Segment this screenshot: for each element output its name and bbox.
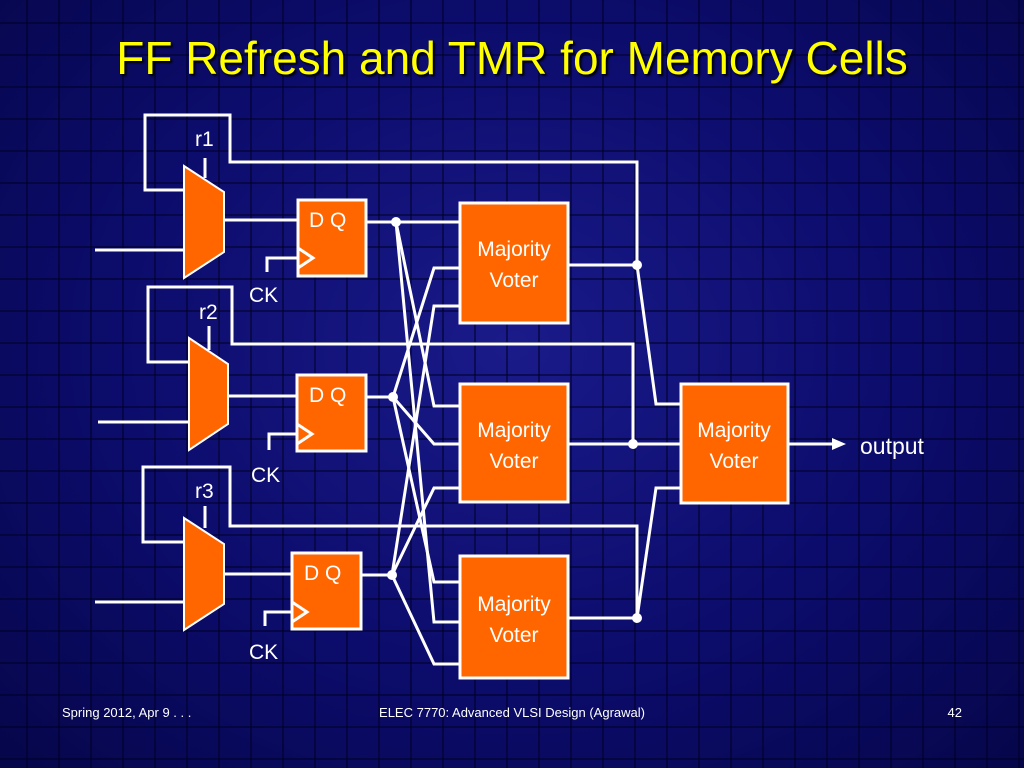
junction-dot [391,217,401,227]
mux-1 [183,164,225,280]
fanout-wire [394,221,460,624]
footer-page-number: 42 [947,705,962,720]
voter-label-line2: Voter [709,450,758,473]
clock-wire-3 [263,610,292,626]
majority-voter-1: Majority Voter [458,201,570,325]
fanout-wire [391,266,460,398]
select-label-r1: r1 [195,128,214,151]
voter-output-wire-1 [568,263,681,406]
feedback-wire-2 [146,285,635,444]
flip-flop-label: D Q [309,209,346,232]
flip-flop-3: D Q [290,551,363,631]
clock-label-1: CK [249,284,278,307]
voter-label-line1: Majority [477,238,551,261]
voter-label-line2: Voter [489,624,538,647]
flip-flop-label: D Q [304,562,341,585]
voter-label-line1: Majority [477,593,551,616]
flip-flop-2: D Q [295,373,368,453]
clock-wire-2 [267,432,297,450]
clock-wire-1 [265,256,298,272]
fanout-wire [391,396,460,584]
feedback-wire-3 [141,465,639,618]
mux-3 [183,516,225,632]
majority-voter-2: Majority Voter [458,382,570,504]
fanout-wire [390,574,460,666]
voter-label-line1: Majority [477,419,551,442]
fanout-wire [390,486,460,576]
mux-2 [188,336,229,452]
clock-label-2: CK [251,464,280,487]
flip-flop-label: D Q [309,384,346,407]
fanout-wires [390,220,460,666]
majority-voter-final: Majority Voter [679,382,790,505]
slide-title: FF Refresh and TMR for Memory Cells [116,32,908,84]
footer-date: Spring 2012, Apr 9 . . . [62,705,192,720]
feedback-wire-1 [143,113,639,265]
majority-voter-3: Majority Voter [458,554,570,680]
junction-dot [632,260,642,270]
voter-label-line1: Majority [697,419,771,442]
fanout-wire [390,304,460,576]
voter-label-line2: Voter [489,450,538,473]
voter-label-line2: Voter [489,269,538,292]
select-label-r3: r3 [195,480,214,503]
junction-dot [632,613,642,623]
output-label: output [860,433,925,459]
output-arrowhead [832,438,846,450]
fanout-wire [391,396,460,446]
fanout-wire [394,221,460,408]
junction-dot [388,392,398,402]
select-label-r2: r2 [199,301,218,324]
voter-output-wire-3 [568,486,681,620]
feedback-wires [141,113,639,618]
clock-label-3: CK [249,641,278,664]
junction-dot [628,439,638,449]
junction-dot [387,570,397,580]
footer-course: ELEC 7770: Advanced VLSI Design (Agrawal… [379,705,645,720]
flip-flop-1: D Q [296,198,368,278]
